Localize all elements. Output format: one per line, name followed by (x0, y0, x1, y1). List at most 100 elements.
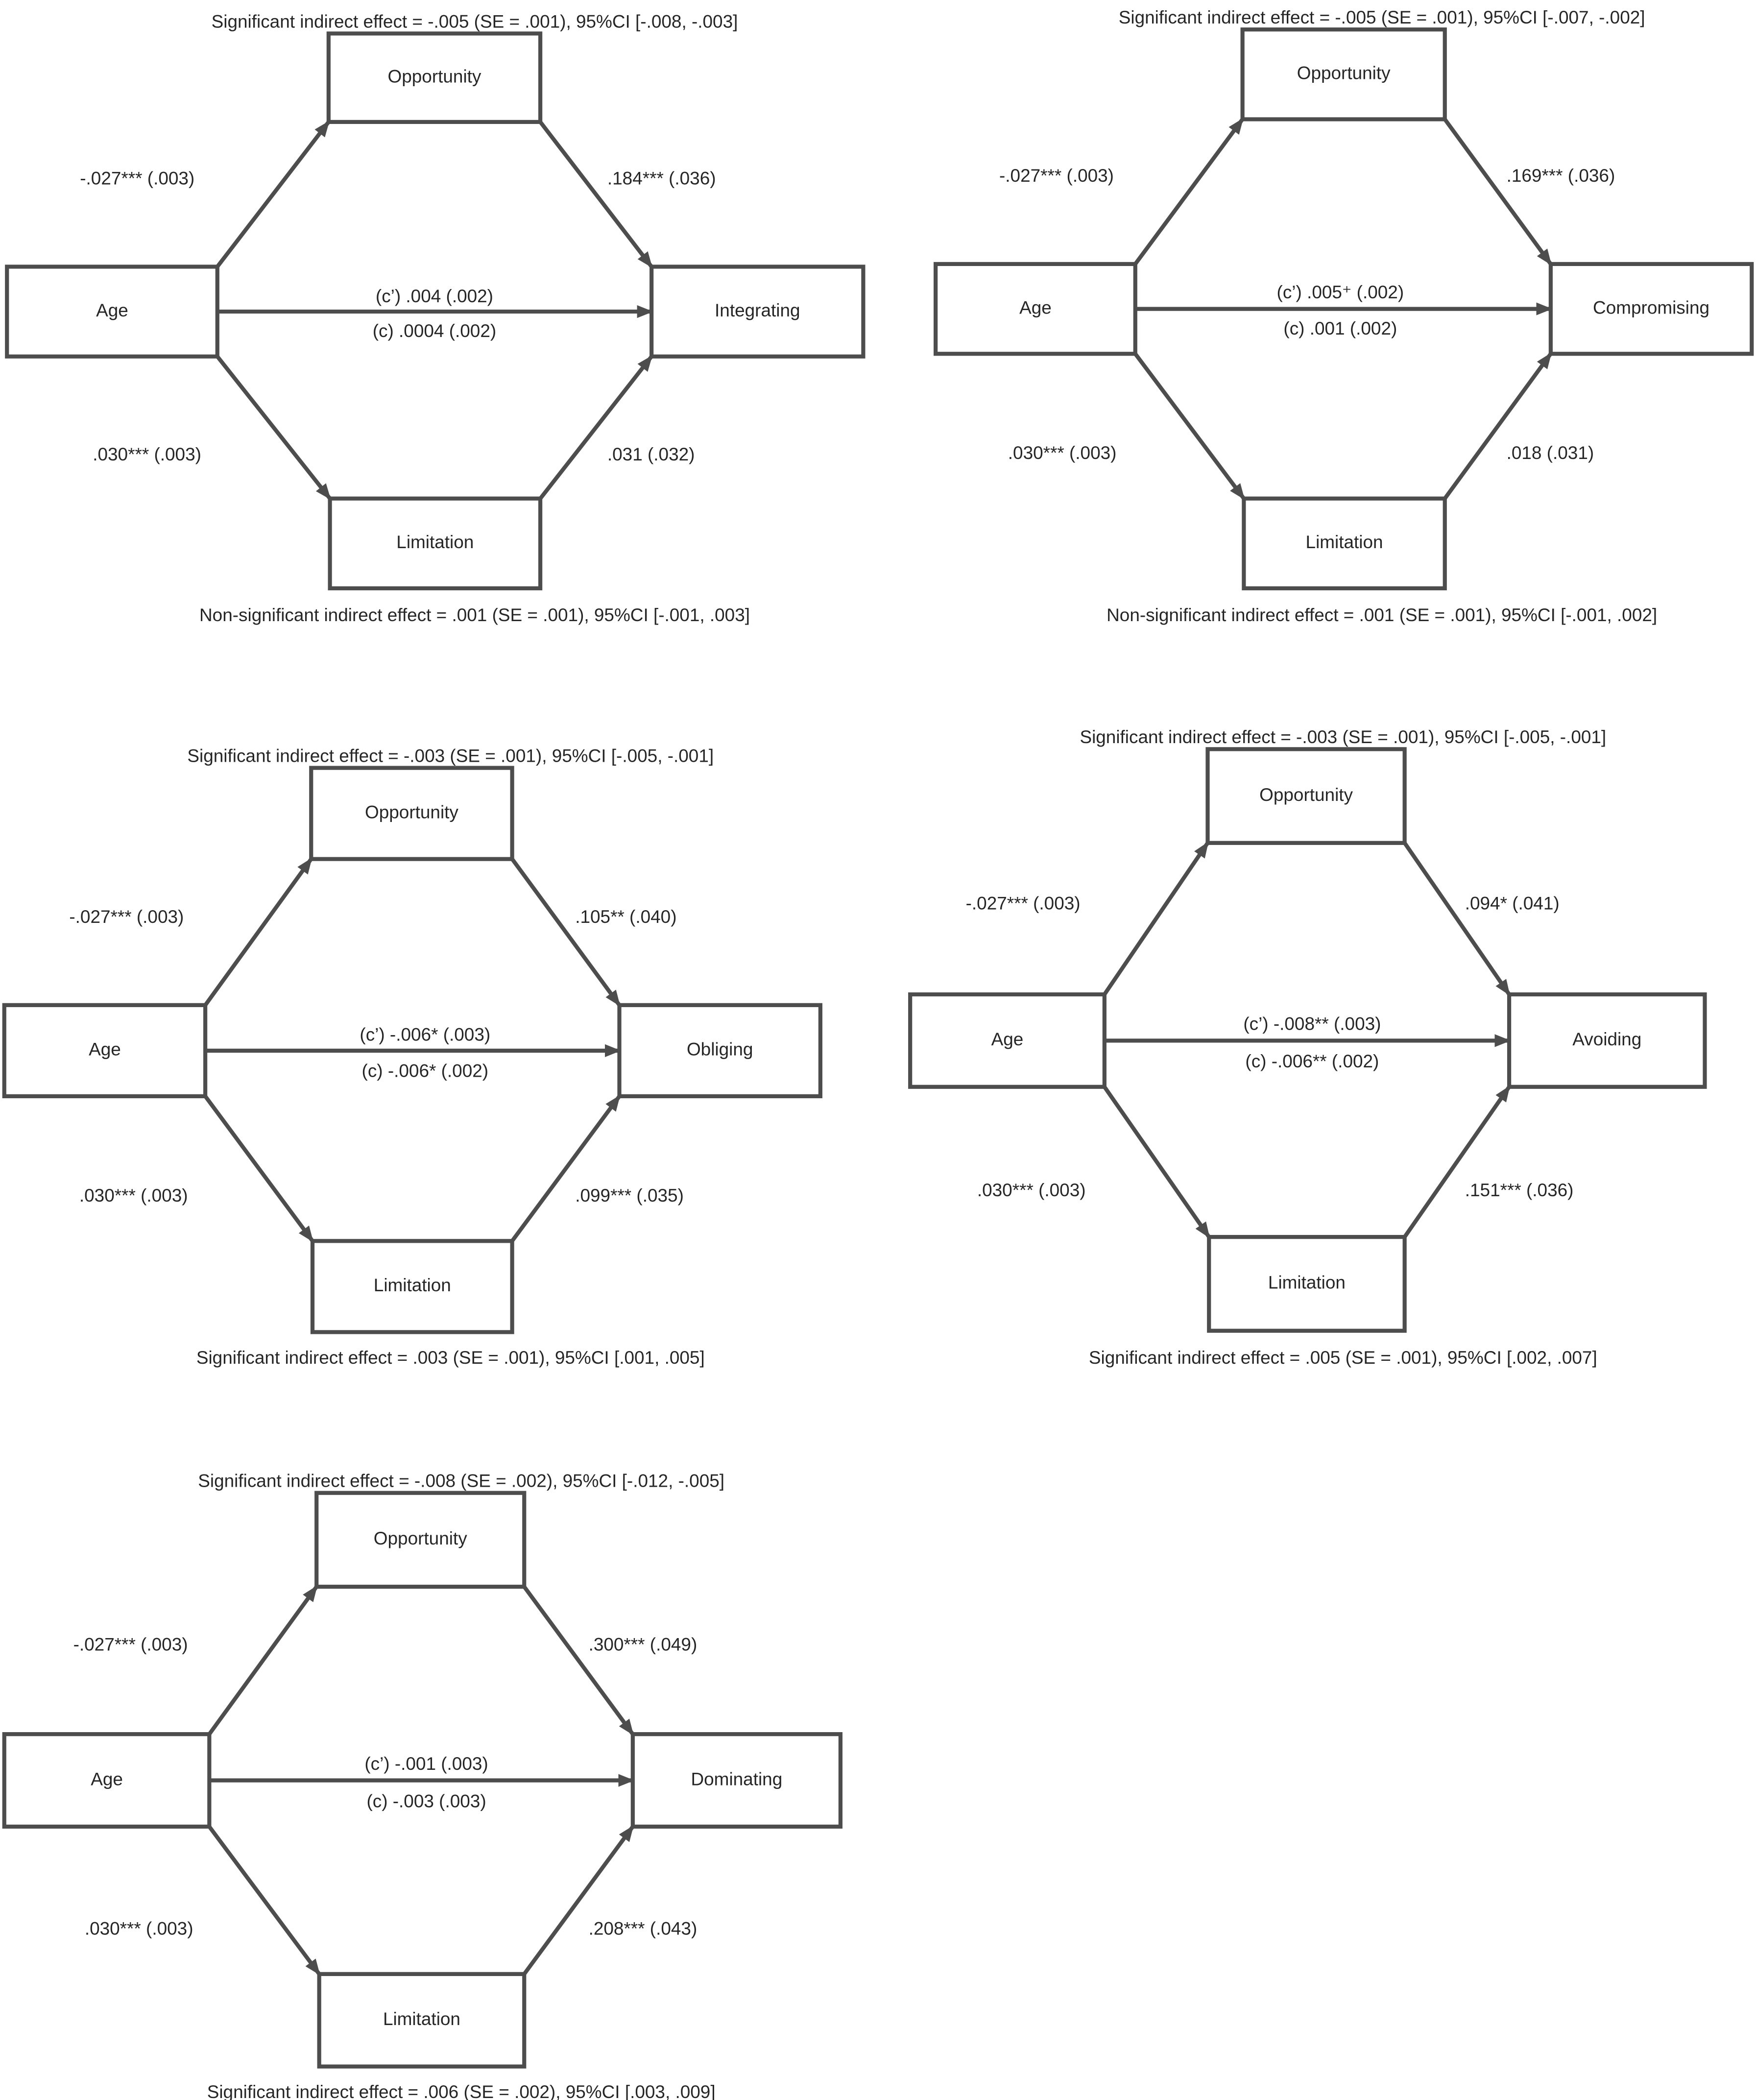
path-a2-arrow (216, 355, 332, 500)
path-a1-arrow (203, 857, 313, 1007)
path-a1-coefficient: -.027*** (.003) (73, 1634, 188, 1654)
predictor-node: Age (908, 992, 1107, 1089)
mediator-top-node: Opportunity (326, 31, 543, 124)
path-b1-coefficient: .300*** (.049) (589, 1634, 698, 1654)
bottom-indirect-effect-note: Non-significant indirect effect = .001 (… (1107, 605, 1657, 625)
predictor-node-label: Age (991, 1029, 1024, 1049)
path-a1-coefficient: -.027*** (.003) (69, 907, 184, 927)
path-b1-arrow (1403, 842, 1511, 996)
direct-effect-label: (c’) .005⁺ (.002) (1277, 282, 1404, 302)
mediator-bottom-node-label: Limitation (1306, 532, 1383, 552)
predictor-node-label: Age (1019, 297, 1052, 317)
path-b1-coefficient: .094* (.041) (1465, 893, 1560, 913)
outcome-node: Obliging (617, 1003, 822, 1098)
path-a2-arrow (208, 1825, 321, 1976)
outcome-node-label: Compromising (1593, 297, 1709, 317)
outcome-node-box (1548, 262, 1754, 356)
path-a1-coefficient: -.027*** (.003) (966, 893, 1081, 913)
path-a1-arrow (1133, 118, 1244, 266)
path-a1-coefficient: -.027*** (.003) (80, 168, 194, 188)
mediation-panel-1: AgeOpportunityLimitationIntegrating-.027… (5, 11, 866, 625)
outcome-node-box (617, 1003, 822, 1098)
path-b1-coefficient: .105** (.040) (575, 907, 676, 927)
bottom-indirect-effect-note: Non-significant indirect effect = .001 (… (199, 605, 750, 625)
path-b2-coefficient: .018 (.031) (1507, 443, 1594, 463)
path-b1-arrow (522, 1585, 635, 1736)
mediator-top-node-box (314, 1491, 527, 1589)
outcome-node: Integrating (649, 265, 866, 359)
outcome-node: Dominating (630, 1732, 843, 1829)
predictor-node: Age (5, 265, 219, 359)
total-effect-label: (c) .001 (.002) (1283, 318, 1397, 338)
mediator-top-node-box (1240, 27, 1447, 121)
path-b2-arrow (522, 1825, 635, 1976)
predictor-node-box (2, 1732, 212, 1829)
predictor-node-label: Age (91, 1769, 123, 1789)
outcome-node-label: Obliging (687, 1039, 753, 1060)
outcome-node-label: Avoiding (1572, 1029, 1641, 1049)
mediator-top-node: Opportunity (309, 766, 514, 861)
predictor-node-box (908, 992, 1107, 1089)
top-indirect-effect-note: Significant indirect effect = -.008 (SE … (198, 1471, 724, 1491)
direct-effect-label: (c’) -.006* (.003) (360, 1025, 490, 1045)
path-b1-arrow (510, 858, 621, 1007)
mediator-top-node: Opportunity (314, 1491, 527, 1589)
predictor-node-box (934, 262, 1137, 356)
predictor-node: Age (934, 262, 1137, 356)
total-effect-label: (c) -.006** (.002) (1245, 1051, 1379, 1071)
mediator-top-node-label: Opportunity (388, 66, 481, 86)
path-b1-arrow (1443, 118, 1553, 266)
mediation-panel-2: AgeOpportunityLimitationCompromising-.02… (934, 7, 1754, 625)
path-b1-arrow (538, 121, 653, 268)
mediator-bottom-node: Limitation (1242, 496, 1447, 591)
mediator-bottom-node-label: Limitation (1268, 1273, 1346, 1293)
outcome-node-box (630, 1732, 843, 1829)
path-b2-coefficient: .151*** (.036) (1465, 1180, 1574, 1200)
mediator-bottom-node-box (317, 1972, 527, 2069)
path-a2-coefficient: .030*** (.003) (93, 444, 201, 464)
path-a2-coefficient: .030*** (.003) (977, 1180, 1086, 1200)
top-indirect-effect-note: Significant indirect effect = -.005 (SE … (1119, 7, 1645, 27)
mediator-bottom-node-label: Limitation (383, 2009, 460, 2029)
mediator-bottom-node: Limitation (310, 1239, 514, 1334)
mediator-top-node-label: Opportunity (1297, 63, 1391, 83)
mediator-top-node-box (309, 766, 514, 861)
path-b2-arrow (510, 1095, 621, 1242)
outcome-node-label: Integrating (715, 300, 800, 320)
mediator-top-node-label: Opportunity (1259, 785, 1353, 805)
path-b2-arrow (1403, 1086, 1511, 1238)
path-a2-arrow (1103, 1086, 1211, 1238)
path-b2-coefficient: .031 (.032) (607, 444, 695, 464)
mediator-bottom-node-label: Limitation (374, 1275, 451, 1295)
predictor-node: Age (2, 1732, 212, 1829)
path-b2-coefficient: .208*** (.043) (589, 1918, 698, 1938)
mediator-top-node: Opportunity (1240, 27, 1447, 121)
predictor-node-box (5, 265, 219, 359)
path-b2-coefficient: .099*** (.035) (575, 1185, 684, 1206)
outcome-node: Compromising (1548, 262, 1754, 356)
mediator-bottom-node: Limitation (1207, 1235, 1407, 1333)
direct-effect-label: (c’) -.001 (.003) (364, 1754, 488, 1774)
mediator-top-node-label: Opportunity (365, 802, 458, 822)
predictor-node-label: Age (96, 300, 128, 320)
predictor-node: Age (2, 1003, 208, 1098)
top-indirect-effect-note: Significant indirect effect = -.003 (SE … (1080, 727, 1606, 747)
path-b2-arrow (538, 355, 653, 500)
path-a1-arrow (208, 1585, 318, 1736)
mediator-bottom-node-box (310, 1239, 514, 1334)
bottom-indirect-effect-note: Significant indirect effect = .006 (SE =… (207, 2082, 716, 2100)
path-a1-arrow (1103, 842, 1209, 996)
top-indirect-effect-note: Significant indirect effect = -.005 (SE … (212, 11, 738, 31)
path-a2-coefficient: .030*** (.003) (85, 1918, 193, 1938)
predictor-node-box (2, 1003, 208, 1098)
mediator-bottom-node: Limitation (317, 1972, 527, 2069)
mediator-bottom-node-box (328, 496, 543, 591)
total-effect-label: (c) -.006* (.002) (362, 1061, 489, 1081)
mediator-bottom-node-box (1242, 496, 1447, 591)
mediator-top-node-box (326, 31, 543, 124)
mediator-bottom-node-box (1207, 1235, 1407, 1333)
path-b2-arrow (1443, 352, 1553, 500)
